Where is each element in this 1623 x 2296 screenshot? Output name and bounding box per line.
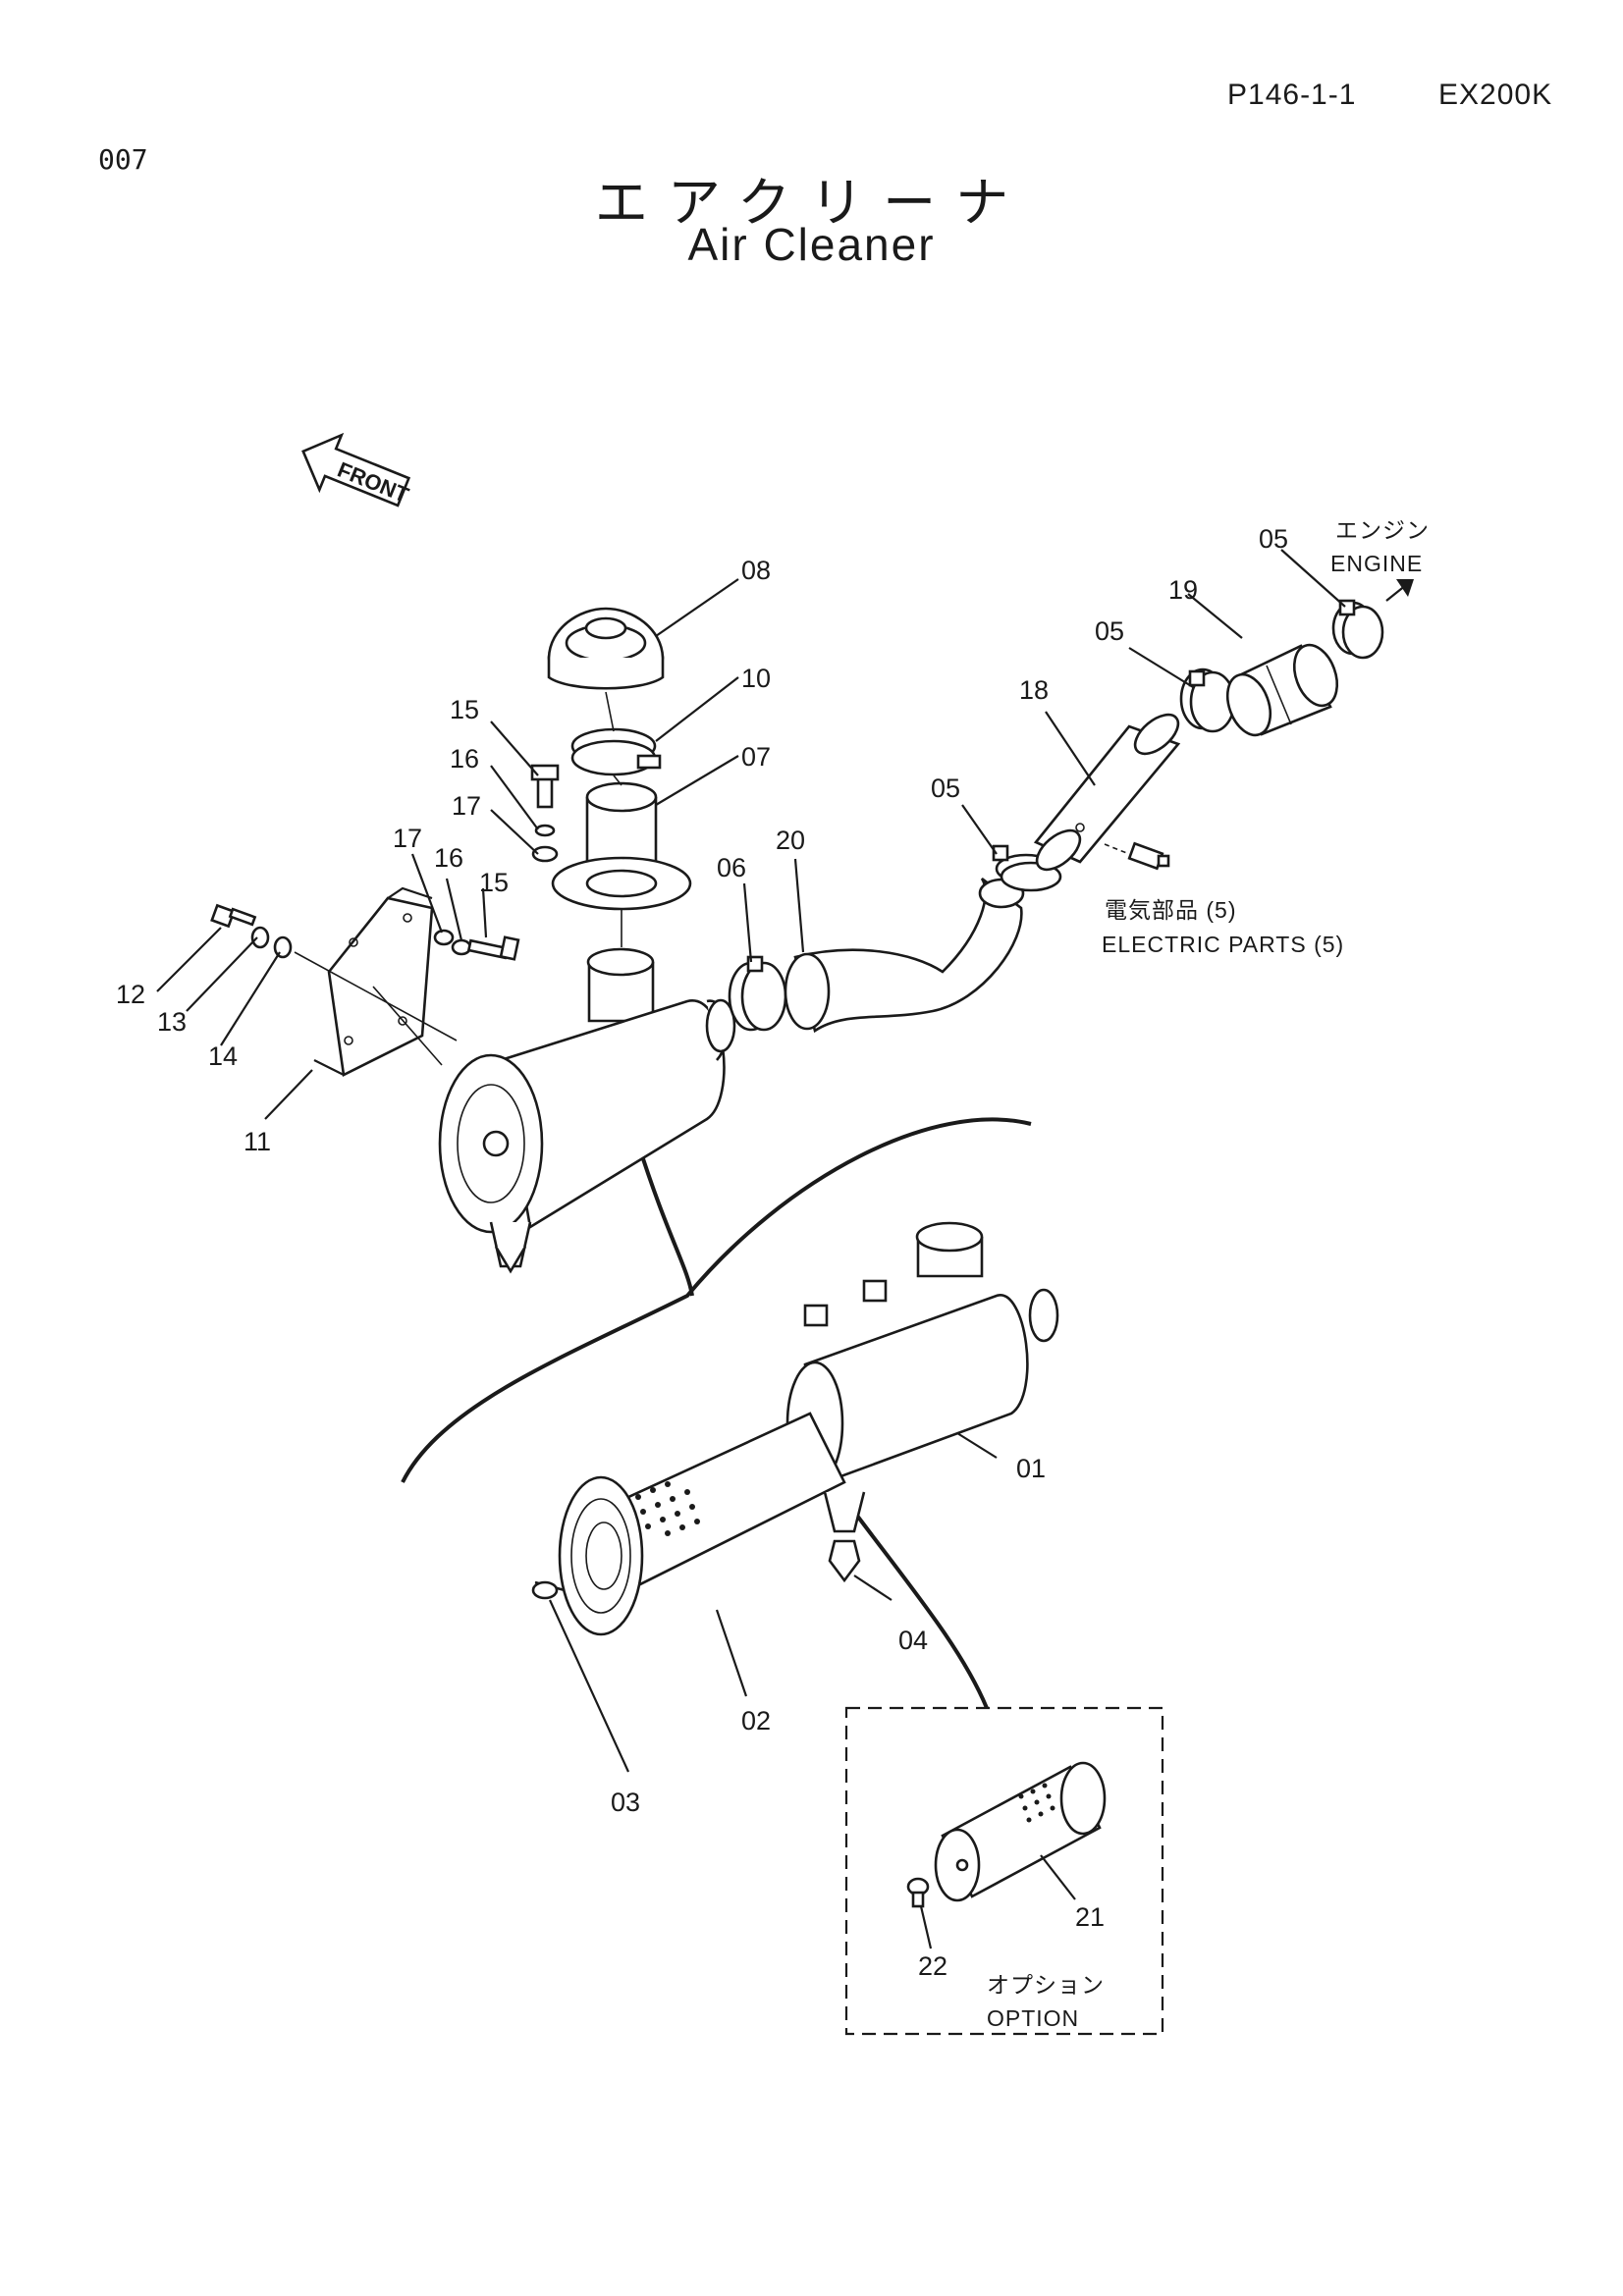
electric-parts-note-en: ELECTRIC PARTS (5) (1102, 932, 1344, 957)
bolt-right (466, 935, 520, 961)
clamp-06 (728, 955, 787, 1032)
model-number: EX200K (1438, 79, 1553, 111)
engine-note-en: ENGINE (1330, 551, 1423, 576)
washer-13 (250, 926, 270, 949)
callout-16-top: 16 (450, 744, 479, 774)
callout-08: 08 (741, 556, 771, 585)
callout-12: 12 (116, 980, 145, 1009)
callout-17-top: 17 (452, 791, 481, 821)
intake-pipe (1033, 713, 1181, 872)
page-title-jp: エアクリーナ (594, 172, 1029, 234)
option-note-jp: オプション (987, 1972, 1105, 1998)
callout-04: 04 (898, 1626, 928, 1655)
option-box (844, 1706, 1164, 2036)
engine-note-jp: エンジン (1335, 517, 1430, 543)
callout-17-side: 17 (393, 824, 422, 853)
detail-pointer-line (636, 1143, 694, 1297)
page-code: P146-1-1 (1227, 79, 1357, 111)
callout-07: 07 (741, 742, 771, 772)
pre-cleaner-cap (547, 607, 665, 690)
callout-11: 11 (243, 1127, 271, 1156)
assembly-lines (294, 691, 622, 1066)
callout-13: 13 (157, 1007, 187, 1037)
option-wing-nut (906, 1877, 930, 1908)
front-arrow-icon: FRONT (301, 432, 412, 507)
callout-05-lower: 05 (931, 774, 960, 803)
option-filter (934, 1761, 1107, 1902)
callout-02: 02 (741, 1706, 771, 1735)
clamp-05-mid (1179, 667, 1236, 733)
washer-16-side (451, 938, 472, 956)
mounting-bracket (313, 886, 434, 1077)
callout-18: 18 (1019, 675, 1049, 705)
callout-19: 19 (1168, 575, 1198, 605)
callout-15-side: 15 (479, 868, 509, 897)
air-cleaner-detail (531, 1221, 1059, 1636)
leader-lines (156, 549, 1346, 1949)
callout-10: 10 (741, 664, 771, 693)
bolt-top (530, 764, 560, 863)
clamp-band (570, 727, 662, 776)
clamp-05-top (1331, 599, 1384, 660)
callout-03: 03 (611, 1788, 640, 1817)
callout-20: 20 (776, 826, 805, 855)
page-number: 007 (98, 143, 148, 176)
restriction-sensor (1104, 841, 1170, 871)
callout-06: 06 (717, 853, 746, 882)
detail-sweep-line (401, 1117, 1032, 1483)
callout-01: 01 (1016, 1454, 1046, 1483)
callout-21: 21 (1075, 1902, 1105, 1932)
page-title-en: Air Cleaner (687, 219, 936, 270)
air-cleaner-body-upper (438, 947, 736, 1274)
bolt-left (210, 903, 257, 929)
callout-16-side: 16 (434, 843, 463, 873)
callout-05-mid: 05 (1095, 616, 1124, 646)
washer-17-side (433, 929, 455, 946)
callout-15-top: 15 (450, 695, 479, 724)
option-pointer-line (852, 1510, 989, 1709)
engine-arrow-icon (1385, 579, 1414, 602)
elbow-hose (784, 877, 1025, 1034)
electric-parts-note-jp: 電気部品 (5) (1105, 897, 1237, 923)
callout-22: 22 (918, 1951, 947, 1981)
option-note-en: OPTION (987, 2005, 1079, 2031)
rubber-hose (1225, 643, 1339, 737)
washer-14 (273, 935, 293, 959)
callout-14: 14 (208, 1041, 238, 1071)
callout-05-top: 05 (1259, 524, 1288, 554)
inlet-pipe (551, 781, 692, 911)
